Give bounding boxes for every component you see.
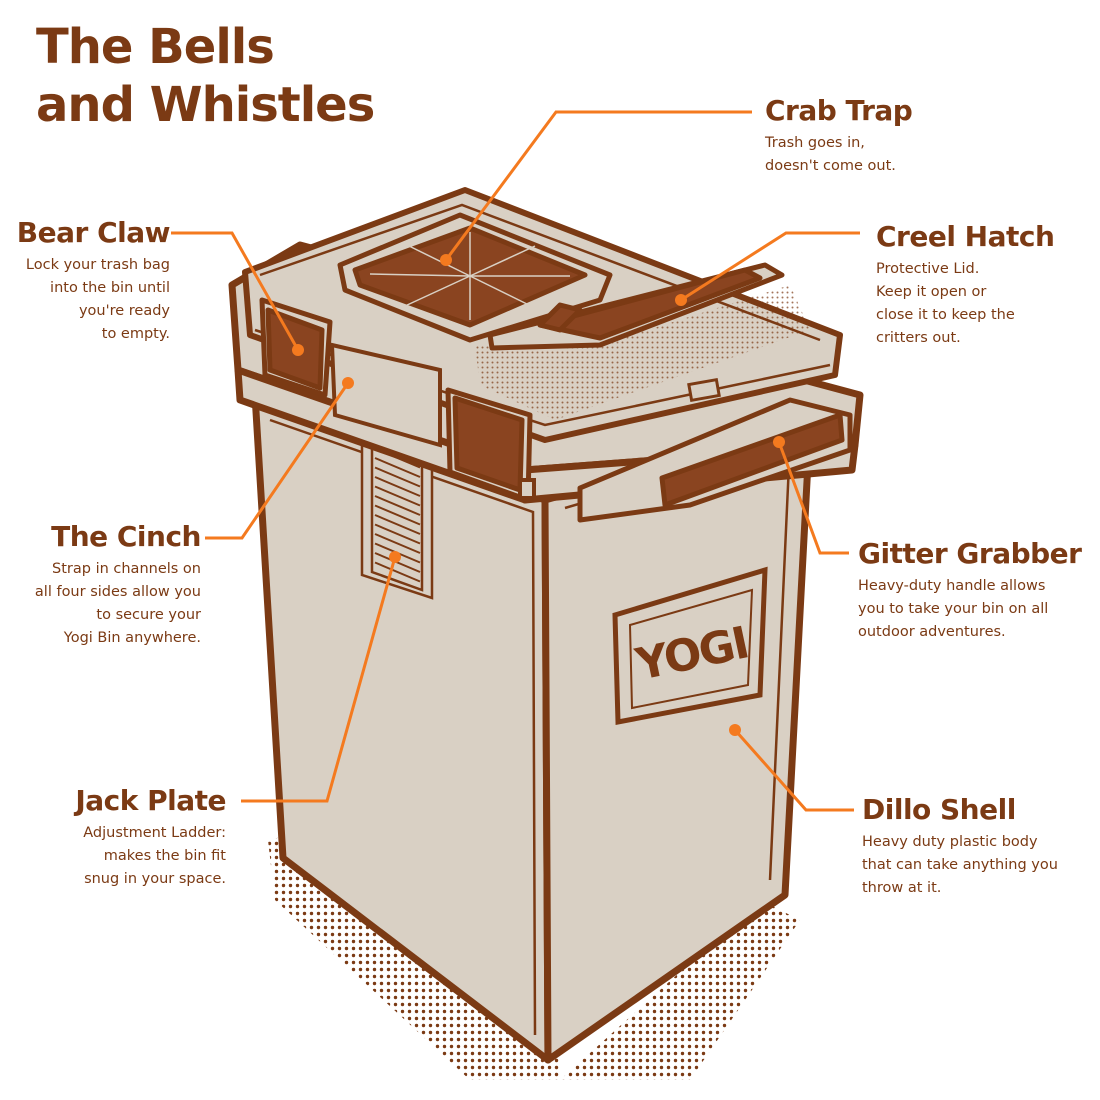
callout-dillo-shell: Dillo Shell Heavy duty plastic body that…: [862, 793, 1058, 900]
ladder-rung: [374, 504, 421, 526]
crab-trap-slit: [469, 245, 536, 277]
ladder-rung: [374, 466, 421, 488]
ladder-rung: [374, 485, 421, 507]
callout-crab-trap-title: Crab Trap: [765, 94, 913, 127]
hatch-shadow: [475, 285, 810, 420]
callout-bear-claw: Bear Claw Lock your trash bag into the b…: [0, 216, 171, 346]
ladder-rung: [374, 523, 421, 545]
title-line-2: and Whistles: [36, 77, 375, 133]
callout-dillo-shell-title: Dillo Shell: [862, 793, 1016, 826]
callout-jack-plate: Jack Plate Adjustment Ladder: makes the …: [0, 784, 226, 891]
crab-trap-slit: [469, 275, 536, 309]
callout-the-cinch-title: The Cinch: [51, 520, 201, 553]
logo-sub: BINS: [698, 669, 730, 688]
bear-claw-clip-right: [445, 387, 533, 503]
callout-the-cinch-desc: Strap in channels on all four sides allo…: [34, 561, 201, 646]
callout-bear-claw-title: Bear Claw: [16, 216, 171, 249]
callout-gitter-grabber-desc: Heavy-duty handle allows you to take you…: [858, 578, 1049, 640]
callout-bear-claw-desc: Lock your trash bag into the bin until y…: [25, 257, 170, 342]
cinch-strap: [329, 342, 536, 500]
callout-creel-hatch: Creel Hatch Protective Lid. Keep it open…: [876, 220, 1055, 350]
lid-latch: [687, 377, 721, 403]
creel-hatch: [487, 262, 785, 351]
title-line-1: The Bells: [36, 19, 275, 75]
callout-creel-hatch-title: Creel Hatch: [876, 220, 1055, 253]
callout-jack-plate-title: Jack Plate: [75, 784, 226, 817]
callout-dots: [292, 254, 785, 736]
ladder-rung: [374, 476, 421, 497]
callout-leaders: [171, 110, 860, 812]
callout-gitter-grabber-title: Gitter Grabber: [858, 537, 1082, 570]
ladder-rung: [374, 495, 421, 516]
callout-crab-trap: Crab Trap Trash goes in, doesn't come ou…: [765, 94, 913, 178]
crab-trap-slit: [404, 243, 471, 277]
yogi-bins-logo: YOGI BINS: [612, 566, 768, 726]
ladder-rung: [374, 561, 421, 583]
ladder-rung: [374, 552, 421, 573]
gitter-grabber-handle: [577, 397, 853, 523]
crab-trap-slits: [369, 232, 570, 320]
callout-gitter-grabber: Gitter Grabber Heavy-duty handle allows …: [858, 537, 1082, 644]
ladder-rung: [374, 457, 421, 478]
ladder-rung: [374, 514, 421, 535]
callout-creel-hatch-desc: Protective Lid. Keep it open or close it…: [876, 261, 1015, 346]
callout-the-cinch: The Cinch Strap in channels on all four …: [0, 520, 202, 650]
crab-trap-slit: [404, 275, 471, 307]
ladder-rung: [374, 533, 421, 554]
floor-shadow-right: [560, 900, 800, 1080]
callout-jack-plate-desc: Adjustment Ladder: makes the bin fit snu…: [83, 825, 226, 887]
callout-crab-trap-desc: Trash goes in, doesn't come out.: [765, 135, 896, 174]
crab-trap-slit: [369, 273, 471, 277]
callout-dillo-shell-desc: Heavy duty plastic body that can take an…: [862, 834, 1058, 896]
page-title: The Bells and Whistles: [36, 18, 375, 134]
